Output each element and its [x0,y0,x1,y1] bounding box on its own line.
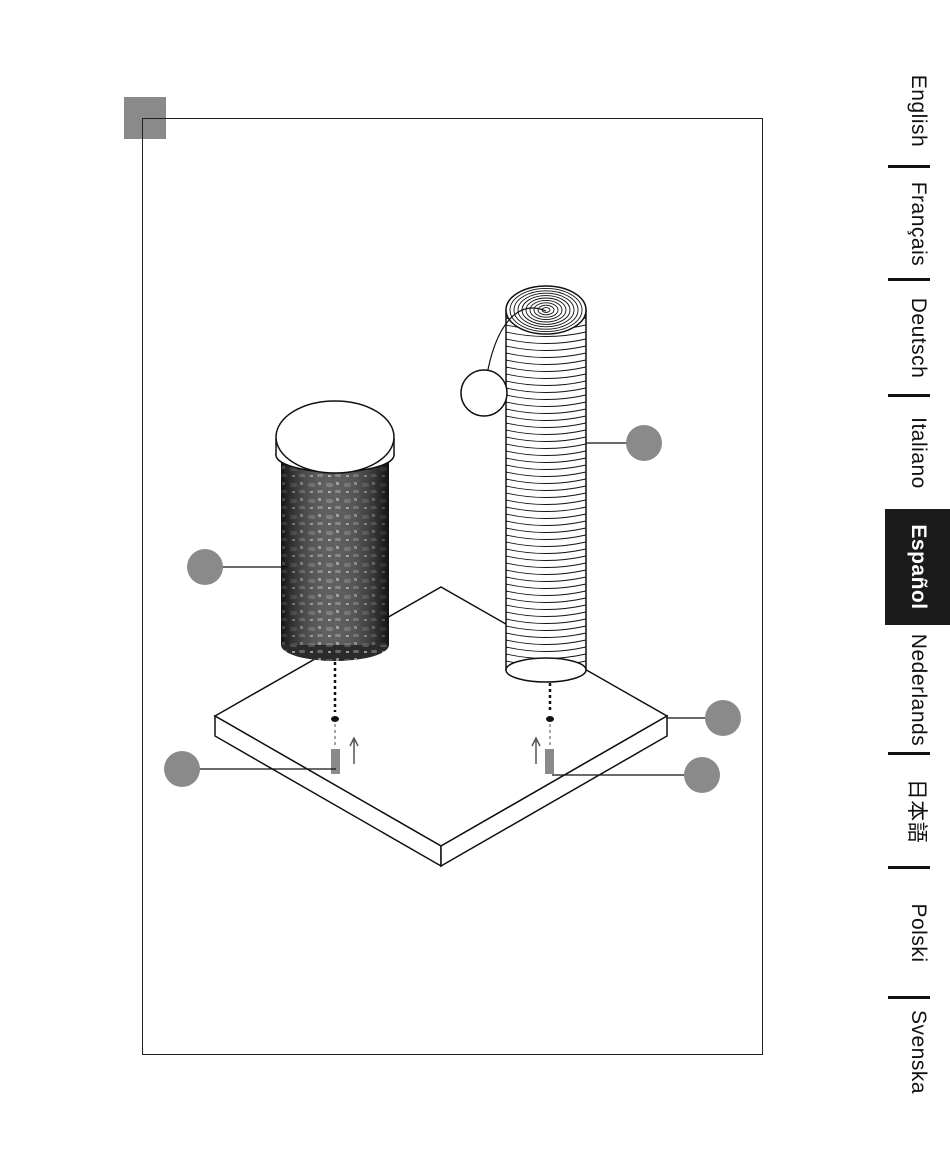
callout-screw-right [684,757,720,793]
callout-screw-left [164,751,200,787]
tab-label: Nederlands [906,633,930,745]
tab-label: Español [906,524,930,609]
tab-label: Italiano [906,417,930,489]
tab-label: Français [906,181,930,266]
tab-svenska[interactable]: Svenska [885,998,950,1105]
brush-post [276,401,394,661]
tab-polski[interactable]: Polski [885,868,950,998]
toy-ball [461,370,507,416]
tab-japanese[interactable]: 日本語 [885,754,950,868]
callout-brush-post [187,549,223,585]
language-tabs: English Français Deutsch Italiano Españo… [885,55,950,1105]
tab-english[interactable]: English [885,55,950,167]
callout-sisal-post [626,425,662,461]
tab-label: Deutsch [906,298,930,379]
tab-divider [888,278,930,281]
tab-divider [888,866,930,869]
tab-divider [888,996,930,999]
tab-divider [888,752,930,755]
tab-divider [888,394,930,397]
tab-deutsch[interactable]: Deutsch [885,280,950,396]
tab-label: Polski [906,903,930,962]
tab-label: English [906,75,930,147]
tab-label: Svenska [906,1009,930,1093]
tab-italiano[interactable]: Italiano [885,396,950,509]
callout-base-board [705,700,741,736]
tab-espanol[interactable]: Español [885,509,950,625]
tab-label: 日本語 [903,779,933,844]
tab-francais[interactable]: Français [885,167,950,280]
tab-nederlands[interactable]: Nederlands [885,625,950,754]
tab-divider [888,165,930,168]
